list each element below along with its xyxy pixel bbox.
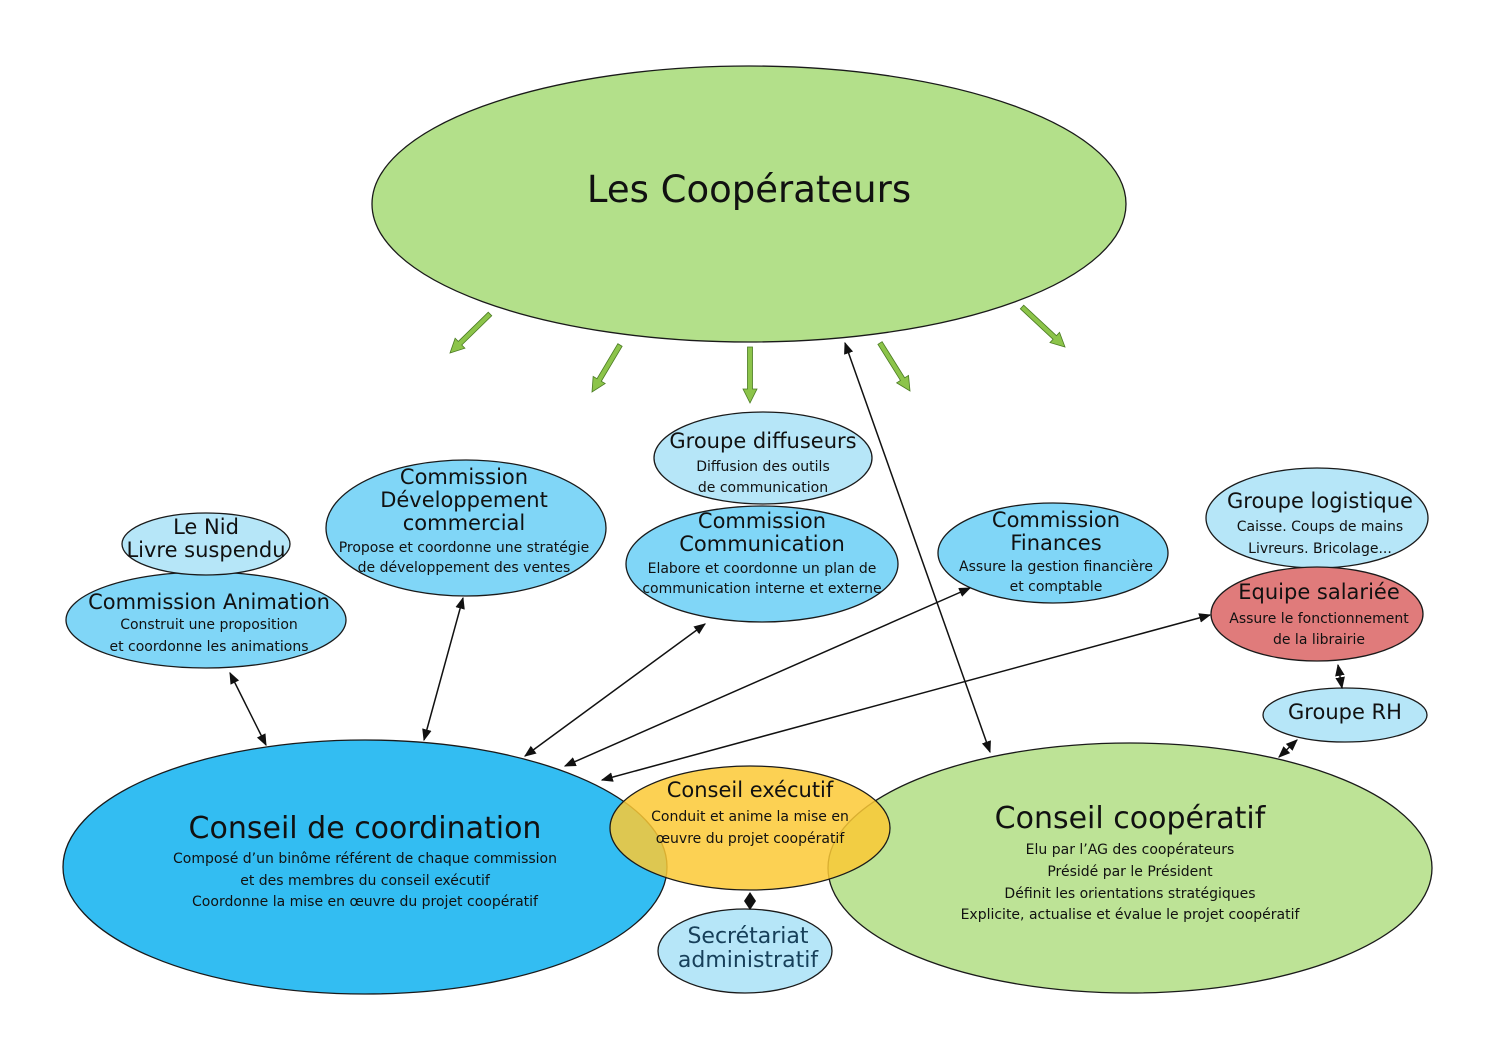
link-diamond xyxy=(744,892,756,910)
secretariat-title: Secrétariat xyxy=(687,924,808,949)
communication-title: Communication xyxy=(679,532,845,556)
dev-line: Propose et coordonne une stratégie xyxy=(339,540,590,556)
node-commission-finances: Commission Finances Assure la gestion fi… xyxy=(937,502,1169,604)
node-groupe-logistique: Groupe logistique Caisse. Coups de mains… xyxy=(1205,467,1429,569)
cooperatif-line: Définit les orientations stratégiques xyxy=(1004,886,1255,902)
coordination-line: Composé d’un binôme référent de chaque c… xyxy=(173,851,557,867)
cooperatif-title: Conseil coopératif xyxy=(995,801,1267,836)
diffuseurs-title: Groupe diffuseurs xyxy=(669,429,856,453)
dev-title: Développement xyxy=(380,488,548,512)
cooperatif-line: Présidé par le Président xyxy=(1047,864,1213,880)
node-groupe-rh: Groupe RH xyxy=(1262,687,1428,743)
double-arrow xyxy=(1278,739,1298,758)
animation-line: et coordonne les animations xyxy=(109,639,308,655)
finances-line: Assure la gestion financière xyxy=(959,559,1153,575)
communication-line: Elabore et coordonne un plan de xyxy=(648,561,877,577)
finances-title: Commission xyxy=(992,508,1120,532)
node-commission-communication: Commission Communication Elabore et coor… xyxy=(625,505,899,623)
rh-title: Groupe RH xyxy=(1288,700,1402,724)
node-commission-animation: Commission Animation Construit une propo… xyxy=(65,571,347,669)
logistique-title: Groupe logistique xyxy=(1227,489,1413,513)
coordination-title: Conseil de coordination xyxy=(189,811,542,846)
green-arrow xyxy=(1019,304,1066,348)
le-nid-title: Le Nid xyxy=(173,515,239,539)
dev-ellipse xyxy=(325,459,607,597)
communication-line: communication interne et externe xyxy=(642,581,881,597)
diffuseurs-line: de communication xyxy=(698,480,828,496)
node-equipe-salariee: Equipe salariée Assure le fonctionnement… xyxy=(1210,566,1424,662)
executif-line: Conduit et anime la mise en xyxy=(651,809,849,825)
green-arrow xyxy=(591,343,623,393)
le-nid-ellipse xyxy=(121,512,291,576)
le-nid-title: Livre suspendu xyxy=(126,538,285,562)
executif-title: Conseil exécutif xyxy=(667,778,834,802)
cooperatif-line: Elu par l’AG des coopérateurs xyxy=(1026,842,1235,858)
node-cooperateurs: Les Coopérateurs xyxy=(371,65,1127,343)
double-arrow xyxy=(524,623,706,757)
double-arrow xyxy=(229,671,267,747)
dev-title: commercial xyxy=(403,511,525,535)
rh-ellipse xyxy=(1262,687,1428,743)
equipe-line: Assure le fonctionnement xyxy=(1229,611,1409,627)
links xyxy=(229,341,1345,782)
secretariat-ellipse xyxy=(657,908,833,994)
node-conseil-coordination: Conseil de coordination Composé d’un bin… xyxy=(62,739,668,995)
node-secretariat: Secrétariat administratif xyxy=(657,892,833,994)
finances-line: et comptable xyxy=(1010,579,1103,595)
double-arrow xyxy=(600,613,1212,782)
equipe-title: Equipe salariée xyxy=(1238,580,1400,604)
node-commission-developpement: Commission Développement commercial Prop… xyxy=(325,459,607,597)
logistique-line: Caisse. Coups de mains xyxy=(1237,519,1403,535)
dev-line: de développement des ventes xyxy=(358,560,571,576)
coordination-line: et des membres du conseil exécutif xyxy=(240,873,491,889)
green-arrow xyxy=(742,346,758,404)
cooperateurs-title: Les Coopérateurs xyxy=(587,168,911,211)
green-arrow xyxy=(877,341,911,392)
node-groupe-diffuseurs: Groupe diffuseurs Diffusion des outils d… xyxy=(653,411,873,505)
dev-title: Commission xyxy=(400,465,528,489)
coordination-line: Coordonne la mise en œuvre du projet coo… xyxy=(192,894,539,910)
green-arrow xyxy=(449,311,493,354)
diffuseurs-line: Diffusion des outils xyxy=(696,459,830,475)
node-le-nid: Le Nid Livre suspendu xyxy=(121,512,291,576)
node-conseil-executif: Conseil exécutif Conduit et anime la mis… xyxy=(609,765,891,891)
secretariat-title: administratif xyxy=(678,948,819,973)
cooperateurs-ellipse xyxy=(371,65,1127,343)
double-arrow xyxy=(1335,663,1345,690)
finances-title: Finances xyxy=(1010,531,1101,555)
logistique-line: Livreurs. Bricolage... xyxy=(1248,541,1392,557)
cooperatif-line: Explicite, actualise et évalue le projet… xyxy=(961,907,1301,923)
node-conseil-cooperatif: Conseil coopératif Elu par l’AG des coop… xyxy=(827,742,1433,994)
executif-line: œuvre du projet coopératif xyxy=(656,831,846,847)
equipe-line: de la librairie xyxy=(1273,632,1365,648)
coordination-ellipse xyxy=(62,739,668,995)
animation-title: Commission Animation xyxy=(88,590,330,614)
communication-title: Commission xyxy=(698,509,826,533)
double-arrow xyxy=(422,596,465,742)
animation-line: Construit une proposition xyxy=(120,617,298,633)
